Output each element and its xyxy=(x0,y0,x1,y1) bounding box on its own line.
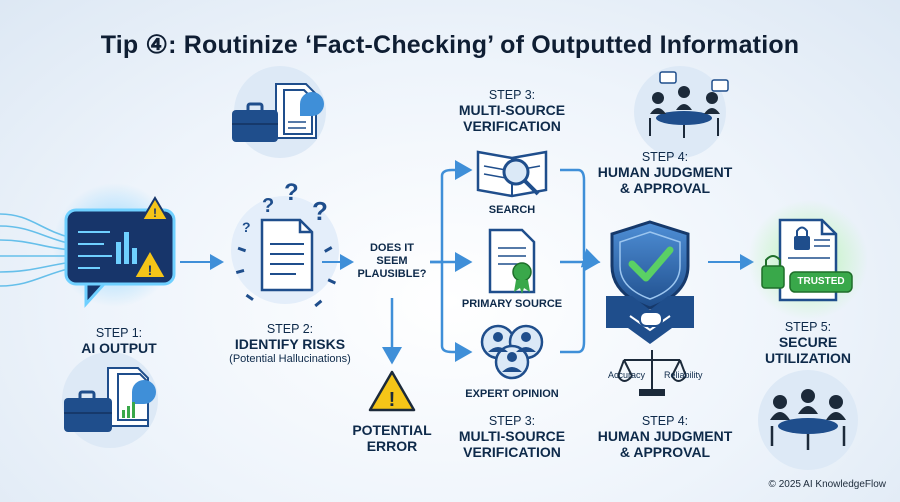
step3-top-label: STEP 3: MULTI-SOURCE VERIFICATION xyxy=(442,88,582,134)
secure-document-icon xyxy=(748,200,868,320)
step4-bottom-label: STEP 4: HUMAN JUDGMENT & APPROVAL xyxy=(590,414,740,460)
error-label: POTENTIAL ERROR xyxy=(340,422,444,454)
step2-name: IDENTIFY RISKS xyxy=(234,336,346,352)
decision-line3: PLAUSIBLE? xyxy=(357,268,427,280)
briefcase-documents-icon-top xyxy=(232,66,326,158)
step1-name: AI OUTPUT xyxy=(81,340,157,356)
meeting-icon-bottom xyxy=(758,370,858,470)
balance-scale-icon xyxy=(617,350,687,396)
svg-text:!: ! xyxy=(153,206,157,220)
copyright: © 2025 AI KnowledgeFlow xyxy=(768,479,886,490)
step5-name1: SECURE xyxy=(778,334,838,350)
meeting-icon-top xyxy=(634,66,729,158)
svg-text:!: ! xyxy=(148,262,153,278)
step3-top-name1: MULTI-SOURCE xyxy=(458,102,566,118)
shield-check-icon xyxy=(610,220,690,310)
svg-text:?: ? xyxy=(312,196,328,226)
risk-document-icon: ? ? ? ? xyxy=(231,179,339,308)
step4-top-name2: & APPROVAL xyxy=(619,180,711,196)
step1-number: STEP 1: xyxy=(95,326,143,340)
step4-bottom-name1: HUMAN JUDGMENT xyxy=(597,428,733,444)
page-title: Tip ④: Routinize ‘Fact-Checking’ of Outp… xyxy=(100,31,800,59)
step4-bottom-name2: & APPROVAL xyxy=(619,444,711,460)
trusted-badge: TRUSTED xyxy=(797,276,845,287)
source-search-label: SEARCH xyxy=(488,204,536,216)
ai-output-icon: ! ! xyxy=(53,183,177,308)
error-line2: ERROR xyxy=(366,438,418,454)
step3-bottom-number: STEP 3: xyxy=(488,414,536,428)
step3-bottom-label: STEP 3: MULTI-SOURCE VERIFICATION xyxy=(442,414,582,460)
decision-line1: DOES IT xyxy=(369,242,414,254)
step3-top-name2: VERIFICATION xyxy=(463,118,561,134)
step2-number: STEP 2: xyxy=(266,322,314,336)
source-primary-label: PRIMARY SOURCE xyxy=(461,298,563,310)
primary-source-icon xyxy=(488,228,536,294)
svg-text:?: ? xyxy=(242,219,251,235)
scale-label-right: Reliability xyxy=(664,370,703,380)
step4-bottom-number: STEP 4: xyxy=(641,414,689,428)
briefcase-documents-icon-bottom xyxy=(62,352,158,448)
step5-name2: UTILIZATION xyxy=(764,350,852,366)
step3-bottom-name1: MULTI-SOURCE xyxy=(458,428,566,444)
expert-opinion-icon xyxy=(480,324,544,380)
warning-icon: ! xyxy=(368,370,416,412)
scale-label-left: Accuracy xyxy=(608,370,646,380)
step5-number: STEP 5: xyxy=(784,320,832,334)
svg-text:?: ? xyxy=(262,195,274,217)
step3-bottom-name2: VERIFICATION xyxy=(463,444,561,460)
step4-top-name1: HUMAN JUDGMENT xyxy=(597,164,733,180)
search-icon xyxy=(476,150,548,198)
error-line1: POTENTIAL xyxy=(352,422,432,438)
source-expert-label: EXPERT OPINION xyxy=(465,388,559,400)
step1-label: STEP 1: AI OUTPUT xyxy=(64,326,174,356)
step3-top-number: STEP 3: xyxy=(488,88,536,102)
step4-top-number: STEP 4: xyxy=(641,150,689,164)
svg-text:!: ! xyxy=(389,389,396,411)
step2-subtitle: (Potential Hallucinations) xyxy=(229,353,351,365)
step5-label: STEP 5: SECURE UTILIZATION xyxy=(748,320,868,366)
step4-top-label: STEP 4: HUMAN JUDGMENT & APPROVAL xyxy=(590,150,740,196)
decision-label: DOES IT SEEM PLAUSIBLE? xyxy=(352,242,432,281)
handshake-icon xyxy=(606,296,694,344)
decision-line2: SEEM xyxy=(376,255,408,267)
step2-label: STEP 2: IDENTIFY RISKS (Potential Halluc… xyxy=(220,322,360,366)
svg-text:?: ? xyxy=(284,179,299,206)
